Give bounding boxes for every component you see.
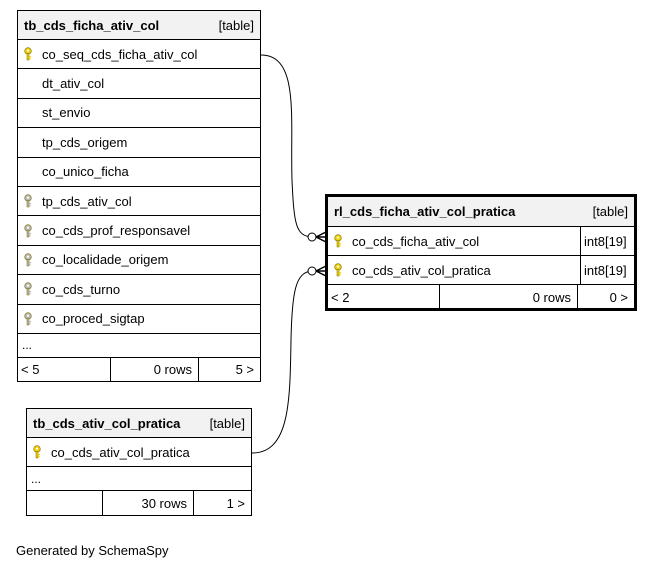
foreign-key-icon — [18, 223, 38, 238]
table-name[interactable]: rl_cds_ficha_ativ_col_pratica — [334, 204, 516, 219]
children-link[interactable]: 5 > — [235, 362, 254, 378]
column-row[interactable]: co_unico_ficha — [18, 158, 260, 187]
relationship-ficha-to-rl-crowfoot — [315, 231, 327, 243]
column-row[interactable]: co_seq_cds_ficha_ativ_col — [18, 40, 260, 70]
column-row[interactable]: co_cds_ativ_col_pratica int8[19] — [328, 256, 634, 285]
column-name[interactable]: co_proced_sigtap — [42, 311, 145, 327]
column-row[interactable]: dt_ativ_col — [18, 69, 260, 99]
relationship-ficha-to-rl — [260, 54, 313, 238]
table-header[interactable]: rl_cds_ficha_ativ_col_pratica [table] — [328, 197, 634, 227]
table-rl-cds-ficha-ativ-col-pratica[interactable]: rl_cds_ficha_ativ_col_pratica [table] co… — [325, 194, 637, 311]
table-name[interactable]: tb_cds_ficha_ativ_col — [24, 17, 160, 33]
column-row[interactable]: co_cds_prof_responsavel — [18, 216, 260, 246]
table-kind: [table] — [209, 415, 245, 431]
table-name[interactable]: tb_cds_ativ_col_pratica — [33, 415, 181, 431]
row-count: 30 rows — [103, 491, 194, 515]
more-columns[interactable]: ... — [27, 467, 251, 491]
column-name[interactable]: dt_ativ_col — [42, 76, 105, 92]
column-row[interactable]: co_localidade_origem — [18, 246, 260, 276]
column-row[interactable]: tp_cds_ativ_col — [18, 187, 260, 217]
column-type: int8[19] — [580, 256, 634, 284]
table-footer: < 2 0 rows 0 > — [328, 285, 634, 310]
column-type: int8[19] — [580, 227, 634, 255]
column-name[interactable]: tp_cds_ativ_col — [42, 193, 132, 209]
column-name[interactable]: co_cds_ativ_col_pratica — [352, 262, 491, 278]
column-name[interactable]: co_localidade_origem — [42, 252, 169, 268]
generated-by-label: Generated by SchemaSpy — [16, 543, 169, 558]
table-tb-cds-ativ-col-pratica[interactable]: tb_cds_ativ_col_pratica [table] co_cds_a… — [26, 408, 252, 516]
more-columns[interactable]: ... — [18, 334, 260, 358]
parents-link[interactable]: < 2 — [328, 285, 440, 310]
table-tb-cds-ficha-ativ-col[interactable]: tb_cds_ficha_ativ_col [table] co_seq_cds… — [17, 10, 261, 382]
table-footer: < 5 0 rows 5 > — [18, 357, 260, 382]
row-count: 0 rows — [440, 285, 578, 310]
column-name[interactable]: co_cds_prof_responsavel — [42, 223, 191, 239]
foreign-key-icon — [18, 194, 38, 208]
primary-key-icon — [18, 47, 38, 61]
column-row[interactable]: co_proced_sigtap — [18, 305, 260, 334]
primary-key-icon — [27, 445, 47, 459]
column-name[interactable]: co_cds_ativ_col_pratica — [51, 444, 190, 460]
column-name[interactable]: co_cds_ficha_ativ_col — [352, 233, 480, 249]
column-row[interactable]: co_cds_ativ_col_pratica — [27, 438, 251, 467]
column-name[interactable]: co_unico_ficha — [42, 164, 129, 180]
relationship-pratica-to-rl-optional-marker — [307, 266, 317, 276]
column-name[interactable]: co_seq_cds_ficha_ativ_col — [42, 46, 198, 62]
parents-link[interactable]: < 5 — [18, 357, 111, 382]
table-kind: [table] — [218, 17, 254, 33]
column-row[interactable]: tp_cds_origem — [18, 128, 260, 158]
relationship-ficha-to-rl-optional-marker — [307, 232, 317, 242]
table-footer: 30 rows 1 > — [27, 491, 251, 515]
parents-link[interactable] — [27, 491, 103, 515]
relationship-pratica-to-rl-crowfoot — [315, 265, 327, 277]
row-count: 0 rows — [111, 357, 199, 382]
primary-key-icon — [328, 234, 348, 248]
table-header[interactable]: tb_cds_ativ_col_pratica [table] — [27, 409, 251, 438]
primary-key-icon — [328, 263, 348, 277]
foreign-key-icon — [18, 282, 38, 296]
column-name[interactable]: st_envio — [42, 105, 91, 121]
relationship-pratica-to-rl — [251, 270, 313, 454]
column-row[interactable]: co_cds_turno — [18, 275, 260, 305]
foreign-key-icon — [18, 312, 38, 326]
column-row[interactable]: co_cds_ficha_ativ_col int8[19] — [328, 227, 634, 256]
children-link[interactable]: 0 > — [609, 290, 628, 305]
column-name[interactable]: co_cds_turno — [42, 281, 121, 297]
column-row[interactable]: st_envio — [18, 99, 260, 129]
foreign-key-icon — [18, 253, 38, 267]
table-kind: [table] — [592, 204, 628, 219]
table-header[interactable]: tb_cds_ficha_ativ_col [table] — [18, 11, 260, 40]
column-name[interactable]: tp_cds_origem — [42, 134, 128, 150]
children-link[interactable]: 1 > — [226, 495, 245, 511]
